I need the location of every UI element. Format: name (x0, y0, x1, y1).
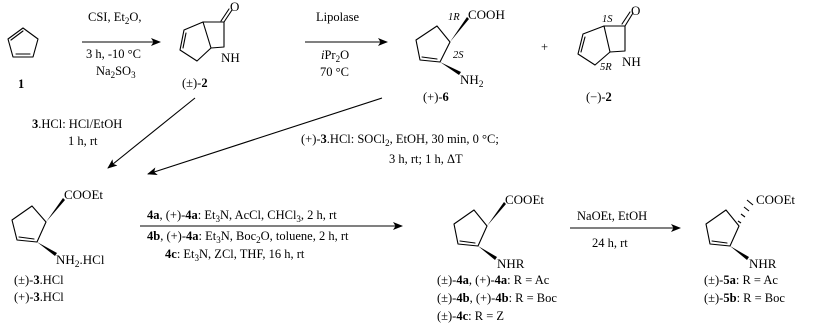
compound-4-label-line1: (±)-4a, (+)-4a: R = Ac (437, 273, 550, 287)
compound-2-racemic-label: (±)-2 (182, 76, 208, 90)
svg-text:1 h, rt: 1 h, rt (68, 134, 98, 148)
compound-2-racemic-structure: O NH (179, 0, 240, 65)
compound-3-structure: COOEt NH2.HCl (11, 187, 105, 270)
svg-text:NH2: NH2 (460, 72, 484, 90)
compound-4-label-line3: (±)-4c: R = Z (437, 309, 504, 323)
svg-text:1R: 1R (448, 12, 460, 23)
compound-1-structure (7, 27, 39, 58)
compound-4-structure: COOEt NHR (453, 192, 544, 271)
svg-text:COOH: COOH (468, 7, 505, 22)
step5-conditions: 4a, (+)-4a: Et3N, AcCl, CHCl3, 2 h, rt 4… (147, 208, 349, 263)
svg-text:3 h, -10 °C: 3 h, -10 °C (86, 47, 141, 61)
compound-4-label-line2: (±)-4b, (+)-4b: R = Boc (437, 291, 557, 305)
compound-6-structure: COOH NH2 1R 2S (415, 7, 505, 90)
svg-text:NH: NH (622, 54, 641, 69)
svg-text:CSI, Et2O,: CSI, Et2O, (88, 10, 141, 26)
svg-text:O: O (631, 3, 640, 18)
compound-3-label-racemic: (±)-3.HCl (14, 273, 64, 287)
svg-text:iPr2O: iPr2O (321, 48, 349, 64)
step3-conditions: 3.HCl: HCl/EtOH 1 h, rt (32, 117, 122, 148)
svg-text:3 h, rt; 1 h, ΔT: 3 h, rt; 1 h, ΔT (389, 152, 463, 166)
svg-text:NH: NH (221, 50, 240, 65)
svg-text:Na2SO3: Na2SO3 (96, 64, 136, 80)
svg-text:24 h, rt: 24 h, rt (592, 236, 628, 250)
svg-text:NHR: NHR (749, 256, 777, 271)
svg-text:Lipolase: Lipolase (316, 10, 359, 24)
step2-conditions: Lipolase iPr2O 70 °C (316, 10, 359, 79)
svg-text:70 °C: 70 °C (320, 65, 349, 79)
compound-1-label: 1 (18, 77, 24, 91)
svg-text:COOEt: COOEt (64, 187, 103, 202)
compound-3-label-plus: (+)-3.HCl (14, 290, 64, 304)
step4-conditions: (+)-3.HCl: SOCl2, EtOH, 30 min, 0 °C; 3 … (301, 132, 499, 166)
compound-2-enantiomer-label: (−)-2 (586, 90, 612, 104)
svg-text:COOEt: COOEt (756, 192, 795, 207)
svg-text:1S: 1S (602, 14, 613, 25)
svg-text:2S: 2S (453, 50, 464, 61)
plus-sign: + (541, 40, 548, 54)
compound-5-label-line1: (±)-5a: R = Ac (704, 273, 778, 287)
svg-text:5R: 5R (600, 62, 612, 73)
svg-text:(+)-3.HCl: SOCl2, EtOH, 30 min: (+)-3.HCl: SOCl2, EtOH, 30 min, 0 °C; (301, 132, 499, 148)
compound-5-label-line2: (±)-5b: R = Boc (704, 291, 785, 305)
svg-text:4c: Et3N, ZCl, THF, 16 h, rt: 4c: Et3N, ZCl, THF, 16 h, rt (165, 247, 305, 263)
svg-text:4a, (+)-4a: Et3N, AcCl, CHCl3,: 4a, (+)-4a: Et3N, AcCl, CHCl3, 2 h, rt (147, 208, 337, 224)
svg-text:NaOEt, EtOH: NaOEt, EtOH (577, 209, 647, 223)
svg-text:NH2.HCl: NH2.HCl (56, 252, 105, 270)
arrow-step3 (107, 97, 196, 169)
step1-conditions: CSI, Et2O, 3 h, -10 °C Na2SO3 (86, 10, 141, 80)
compound-5-structure: COOEt NHR (705, 192, 795, 271)
svg-text:COOEt: COOEt (505, 192, 544, 207)
arrow-step4 (147, 97, 383, 176)
svg-text:O: O (230, 0, 239, 14)
svg-text:4b, (+)-4a: Et3N, Boc2O, tolue: 4b, (+)-4a: Et3N, Boc2O, toluene, 2 h, r… (147, 229, 349, 245)
svg-text:NHR: NHR (497, 256, 525, 271)
compound-2-enantiomer-structure: O NH 1S 5R (577, 3, 641, 73)
svg-text:3.HCl: HCl/EtOH: 3.HCl: HCl/EtOH (32, 117, 122, 131)
step6-conditions: NaOEt, EtOH 24 h, rt (577, 209, 647, 250)
compound-6-label: (+)-6 (423, 90, 449, 104)
